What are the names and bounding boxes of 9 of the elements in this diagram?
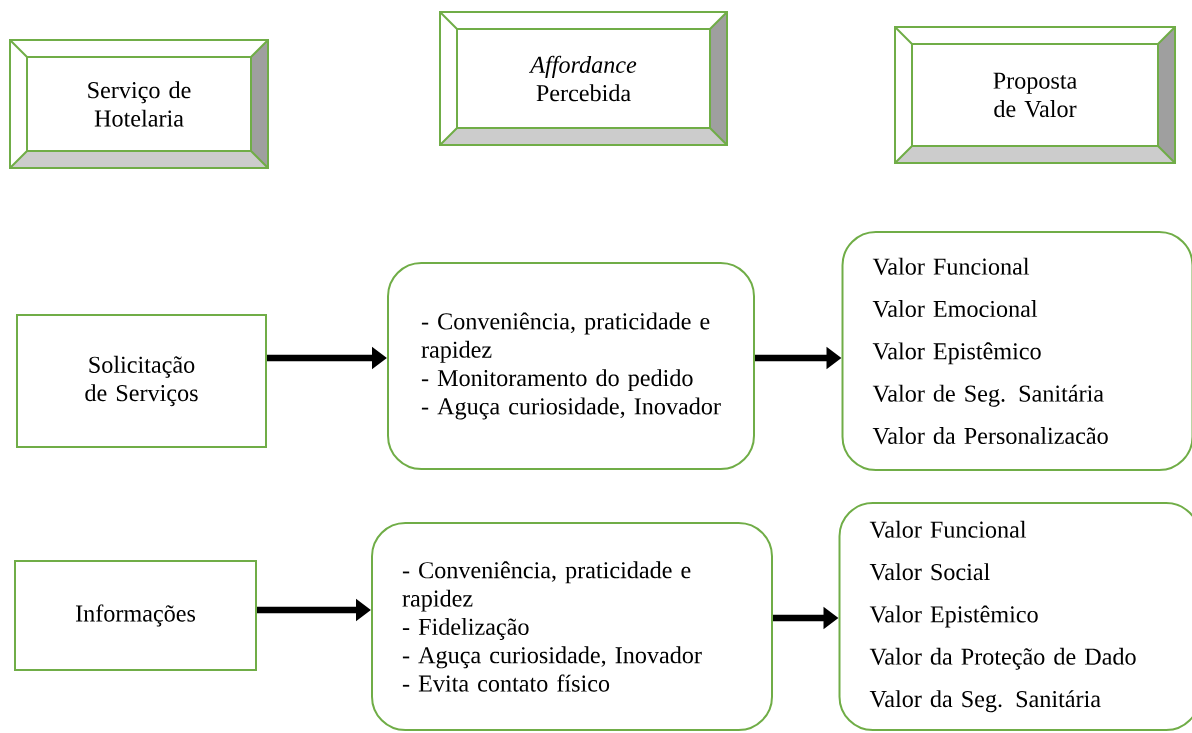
- process-box: Solicitação de Serviços: [16, 314, 267, 448]
- rounded-box: Valor Funcional Valor Emocional Valor Epistêmico Valor de Seg. Sanitária Valor da Personalizacão: [841, 231, 1192, 471]
- process-box: Informações: [14, 560, 257, 671]
- bevel-box: Serviço de Hotelaria: [9, 39, 269, 169]
- bevel-box: Proposta de Valor: [894, 26, 1176, 164]
- rounded-box: Valor Funcional Valor Social Valor Epistêmico Valor da Proteção de Dado Valor da Seg. Sanitária: [838, 502, 1192, 731]
- rounded-box: - Conveniência, praticidade e rapidez - Fidelização - Aguça curiosidade, Inovador - Evita contato físico: [371, 522, 773, 731]
- rounded-box: - Conveniência, praticidade e rapidez - Monitoramento do pedido - Aguça curiosidade, Inovador: [387, 262, 755, 470]
- bevel-box: Affordance Percebida: [439, 11, 728, 146]
